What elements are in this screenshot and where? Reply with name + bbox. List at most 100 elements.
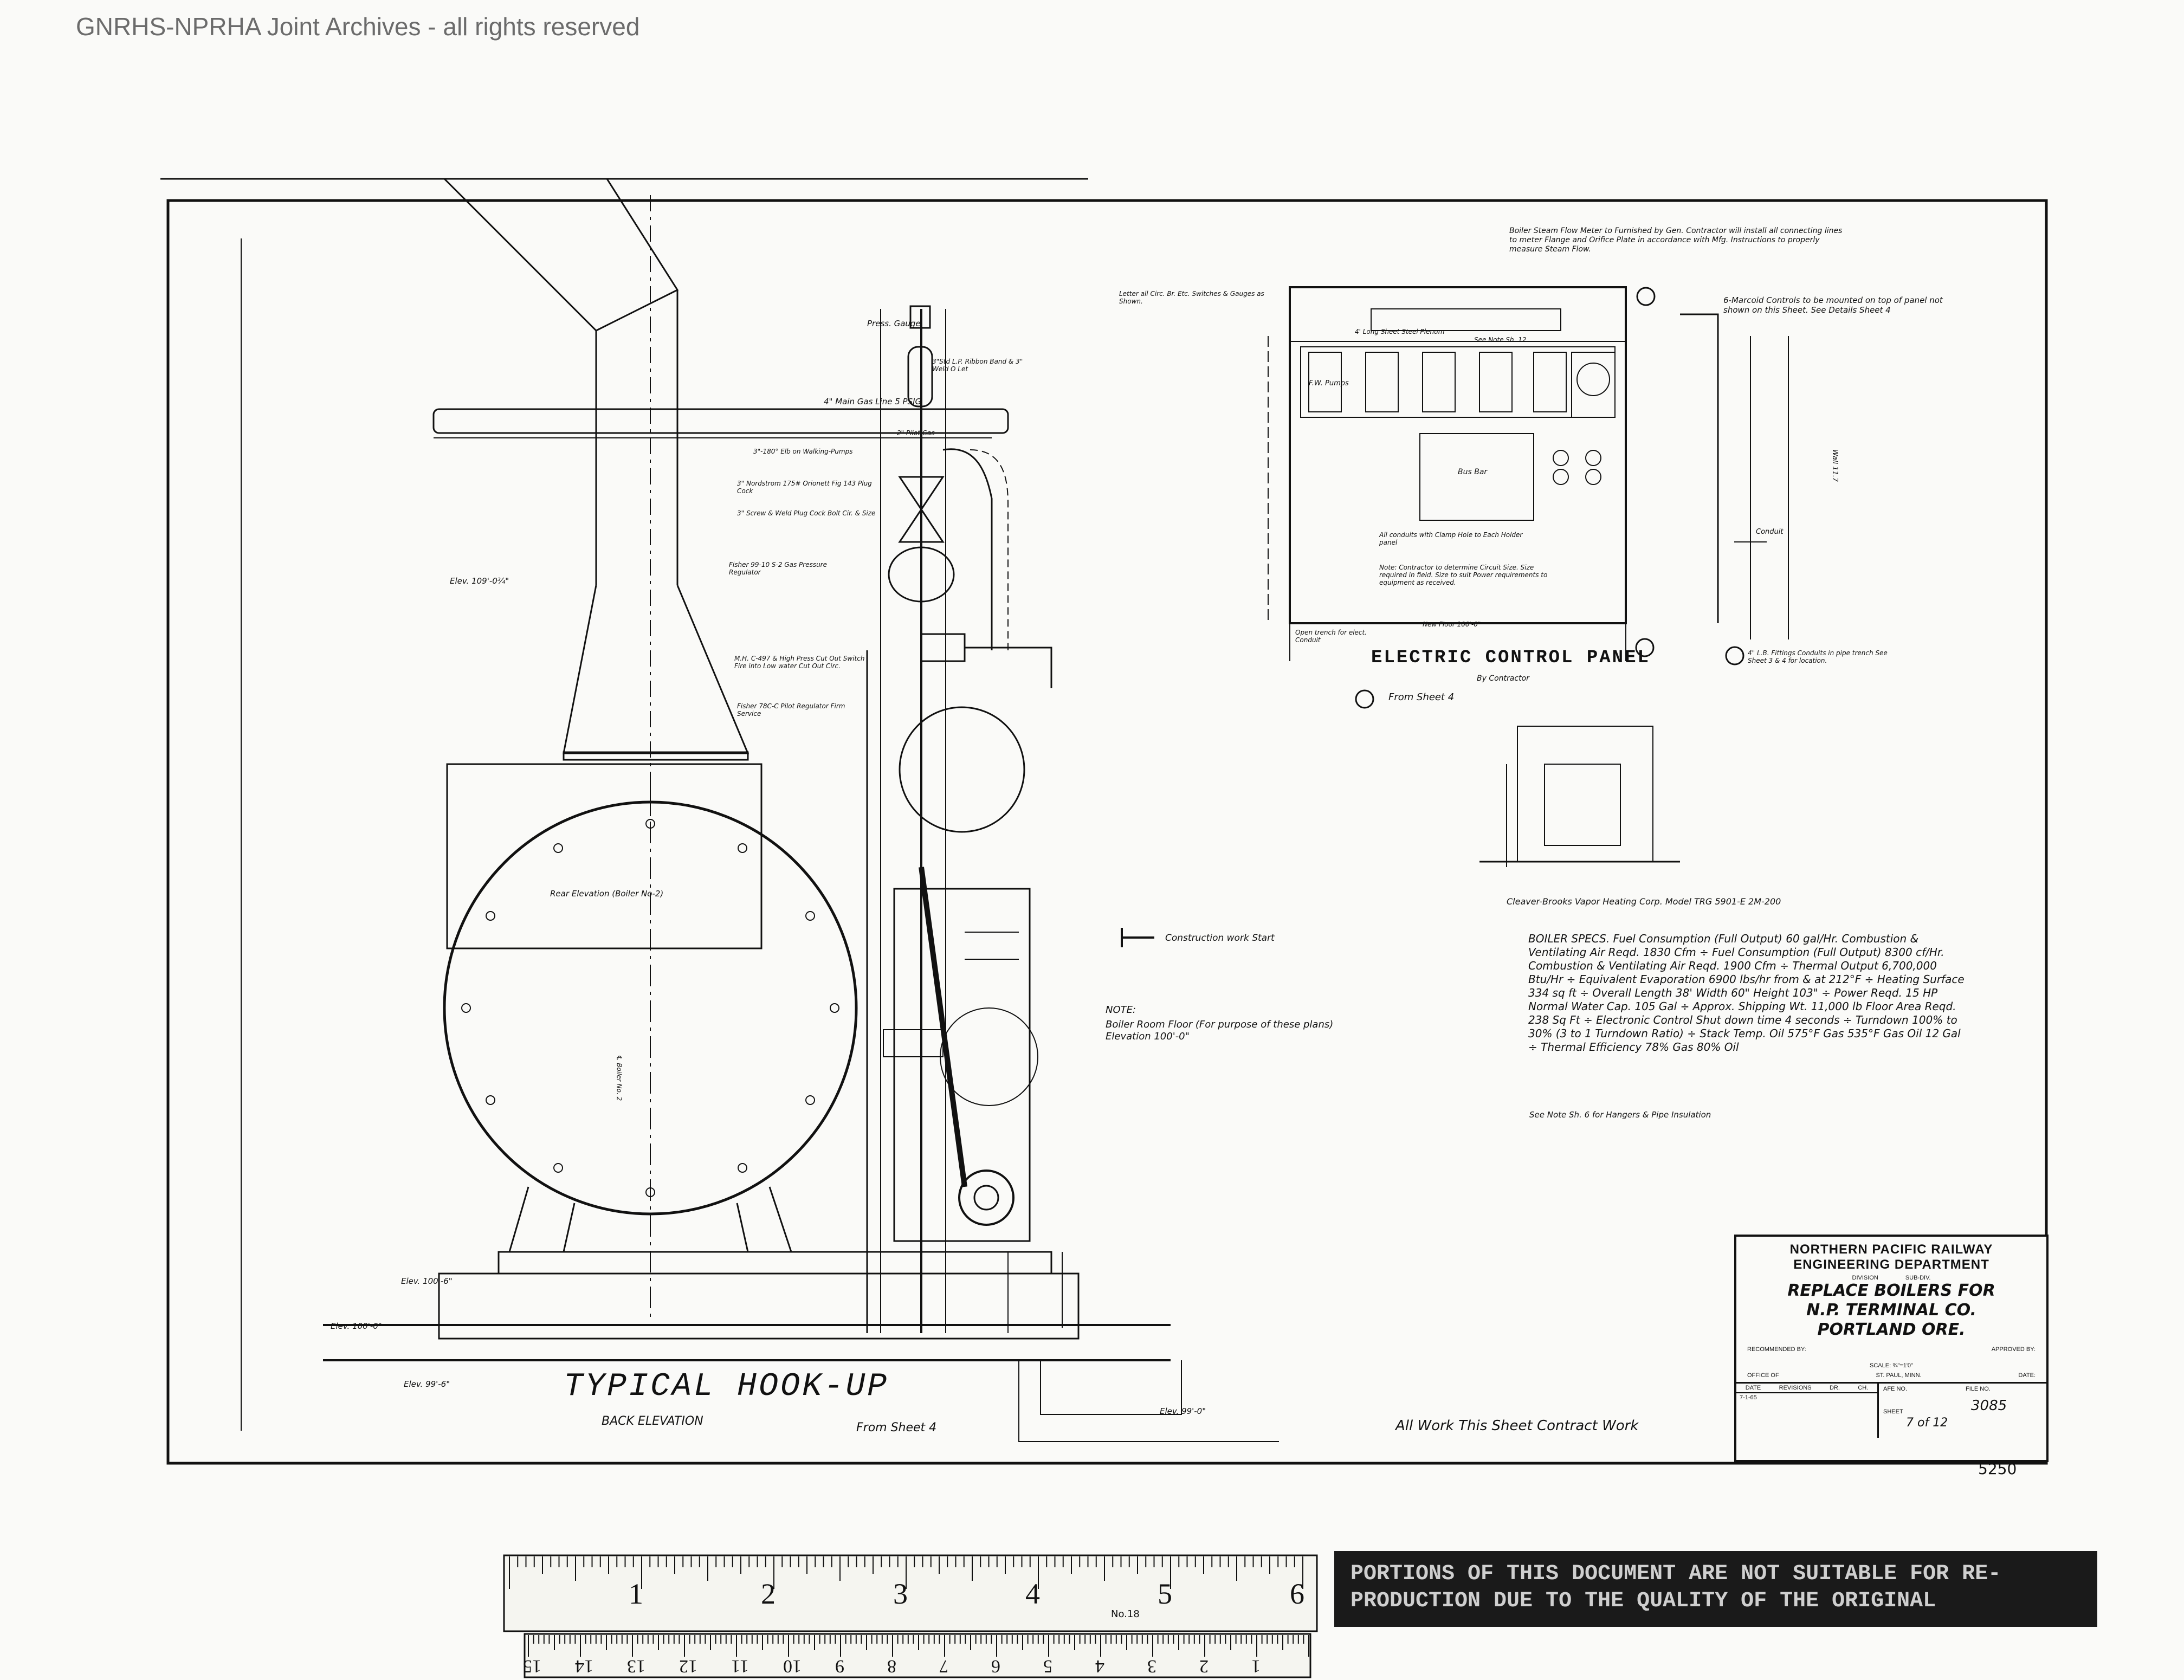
rev-col-date: DATE: [1745, 1385, 1761, 1391]
ruler-cm-label: 4: [1095, 1656, 1104, 1676]
ruler-cm-label: 3: [1147, 1656, 1156, 1676]
pilot-regulator-label: Fisher 78C-C Pilot Regulator Firm Servic…: [737, 702, 845, 718]
gas-pressure-regulator: [888, 546, 955, 603]
project-line-3: PORTLAND ORE.: [1817, 1320, 1966, 1339]
elevation-99-0: Elev. 99'-0": [1160, 1406, 1206, 1416]
elevation-109: Elev. 109'-0¾": [450, 576, 509, 586]
burner-blower-duct: [919, 867, 967, 1187]
regulator-housing: [907, 346, 933, 408]
wall-label: Wall 11.7: [1831, 449, 1839, 482]
ruler-cm-label: 7: [939, 1656, 948, 1676]
construction-start-label: Construction work Start: [1165, 933, 1275, 944]
office-label: OFFICE OF: [1747, 1372, 1779, 1379]
pilot-loop-dashed: [970, 449, 1009, 650]
ruler-inch-5: 5: [1158, 1578, 1172, 1610]
elevation-100-6: Elev. 100'-6": [401, 1276, 453, 1286]
boiler-specs: BOILER SPECS. Fuel Consumption (Full Out…: [1528, 932, 1965, 1054]
main-gas-line-label: 4" Main Gas Line 5 PSIG: [824, 397, 922, 406]
scale-label: SCALE: ¾"=1'0": [1870, 1362, 1913, 1369]
ruler-cm-label: 11: [731, 1656, 749, 1676]
rear-elevation-label: Rear Elevation (Boiler No-2): [550, 889, 664, 899]
gas-regulator-label: Fisher 99-10 S-2 Gas Pressure Regulator: [729, 561, 828, 576]
from-sheet-bottom: From Sheet 4: [856, 1421, 937, 1435]
sheet-label: SHEET: [1883, 1408, 1903, 1415]
file-number: 3085: [1971, 1398, 2007, 1414]
feedwater-flange: [958, 1169, 1015, 1226]
elevation-100-0: Elev. 100'-0": [331, 1321, 382, 1331]
trench-left: [1018, 1360, 1279, 1442]
title-block: NORTHERN PACIFIC RAILWAY ENGINEERING DEP…: [1734, 1235, 2049, 1462]
boiler-skid: [497, 1251, 1052, 1275]
marcoid-note: 6-Marcoid Controls to be mounted on top …: [1723, 295, 1943, 315]
conduit-label: Conduit: [1756, 528, 1784, 536]
ruler-cm-label: 1: [1251, 1656, 1261, 1676]
trench-inner: [1040, 1360, 1182, 1415]
rev-col-revisions: REVISIONS: [1779, 1385, 1812, 1391]
ruler-cm-label: 8: [887, 1656, 896, 1676]
ruler-inch-3: 3: [893, 1578, 908, 1610]
panel-plenum: [1371, 308, 1561, 331]
ruler-cm-label: 6: [991, 1656, 1000, 1676]
archive-watermark: GNRHS-NPRHA Joint Archives - all rights …: [76, 12, 640, 41]
burner-motor: [940, 1007, 1038, 1106]
plug-cock-upper: [898, 476, 945, 511]
ruler-cm-label: 9: [835, 1656, 844, 1676]
ribbon-band-label: 3"Std L.P. Ribbon Band & 3" Weld O Let: [932, 358, 1023, 373]
subdiv-label: SUB-DIV.: [1905, 1275, 1931, 1281]
lb-fittings-note: 4" L.B. Fittings Conduits in pipe trench…: [1748, 649, 1888, 664]
pilot-loop-pipe: [942, 448, 993, 650]
plug-cock-lower: [898, 508, 945, 543]
heater-caption: Cleaver-Brooks Vapor Heating Corp. Model…: [1507, 896, 1781, 907]
plug-cock-label: 3" Nordstrom 175# Orionett Fig 143 Plug …: [737, 480, 872, 495]
ruler-inch-4: 4: [1025, 1578, 1040, 1610]
ruler-cm-label: 2: [1199, 1656, 1209, 1676]
project-line-1: REPLACE BOILERS FOR: [1787, 1281, 1995, 1300]
place-label: ST. PAUL, MINN.: [1876, 1372, 1922, 1379]
boiler-axis-label: ℄ Boiler No. 2: [615, 1055, 623, 1101]
ruler-inch-2: 2: [761, 1578, 776, 1610]
see-note-label: See Note Sh. 12: [1474, 336, 1527, 344]
date-label: DATE:: [2018, 1372, 2036, 1379]
afe-label: AFE NO.: [1883, 1386, 1908, 1392]
ruler-inch-1: 1: [629, 1578, 643, 1610]
railway-name: NORTHERN PACIFIC RAILWAY: [1789, 1242, 1993, 1257]
note-title: NOTE:: [1106, 1004, 1136, 1016]
contractor-note: Note: Contractor to determine Circuit Si…: [1379, 564, 1548, 586]
main-gas-line: [432, 408, 1009, 434]
stack-flange: [563, 751, 749, 761]
hookup-subtitle: BACK ELEVATION: [602, 1414, 703, 1428]
ruler-inch-6: 6: [1290, 1578, 1304, 1610]
note-body: Boiler Room Floor (For purpose of these …: [1106, 1019, 1334, 1042]
measuring-ruler: [503, 1554, 1318, 1678]
ruler-cm-label: 12: [679, 1656, 697, 1676]
department-name: ENGINEERING DEPARTMENT: [1793, 1257, 1989, 1272]
elevation-99-6: Elev. 99'-6": [404, 1379, 450, 1389]
stack-transition: [563, 585, 749, 754]
ruler-cm-label: 13: [627, 1656, 645, 1676]
approved-label: APPROVED BY:: [1991, 1346, 2036, 1353]
bus-bar-box: [1419, 433, 1534, 521]
insulation-note: See Note Sh. 6 for Hangers & Pipe Insula…: [1529, 1110, 1711, 1120]
new-floor-label: New Floor 100'-0": [1423, 621, 1481, 628]
rev-row: 7-1-65: [1740, 1394, 1757, 1401]
low-water-cutout: [920, 633, 966, 662]
drawing-frame: [166, 199, 2048, 1465]
drawing-number-below: 5250: [1978, 1460, 2017, 1478]
steam-meter-note: Boiler Steam Flow Meter to Furnished by …: [1509, 227, 1843, 254]
boiler-top-housing: [446, 763, 763, 949]
pumps-label: F.W. Pumps: [1309, 379, 1349, 387]
contract-work-note: All Work This Sheet Contract Work: [1395, 1418, 1639, 1434]
ruler-cm-label: 14: [575, 1656, 593, 1676]
pilot-gas-label: 2" Pilot Gas: [897, 429, 935, 437]
rev-col-dr: DR.: [1829, 1385, 1840, 1391]
letter-note: Letter all Circ. Br. Etc. Switches & Gau…: [1119, 290, 1264, 305]
bus-bar-label: Bus Bar: [1458, 468, 1488, 476]
panel-subtitle: By Contractor: [1477, 674, 1529, 683]
burner-housing: [893, 888, 1031, 1242]
heater-sketch: [1517, 726, 1653, 862]
ruler-cm-label: 10: [783, 1656, 802, 1676]
press-gauge-label: Press. Gauge: [867, 319, 921, 328]
sheet-number: 7 of 12: [1906, 1416, 1948, 1430]
panel-title: ELECTRIC CONTROL PANEL: [1371, 648, 1650, 668]
